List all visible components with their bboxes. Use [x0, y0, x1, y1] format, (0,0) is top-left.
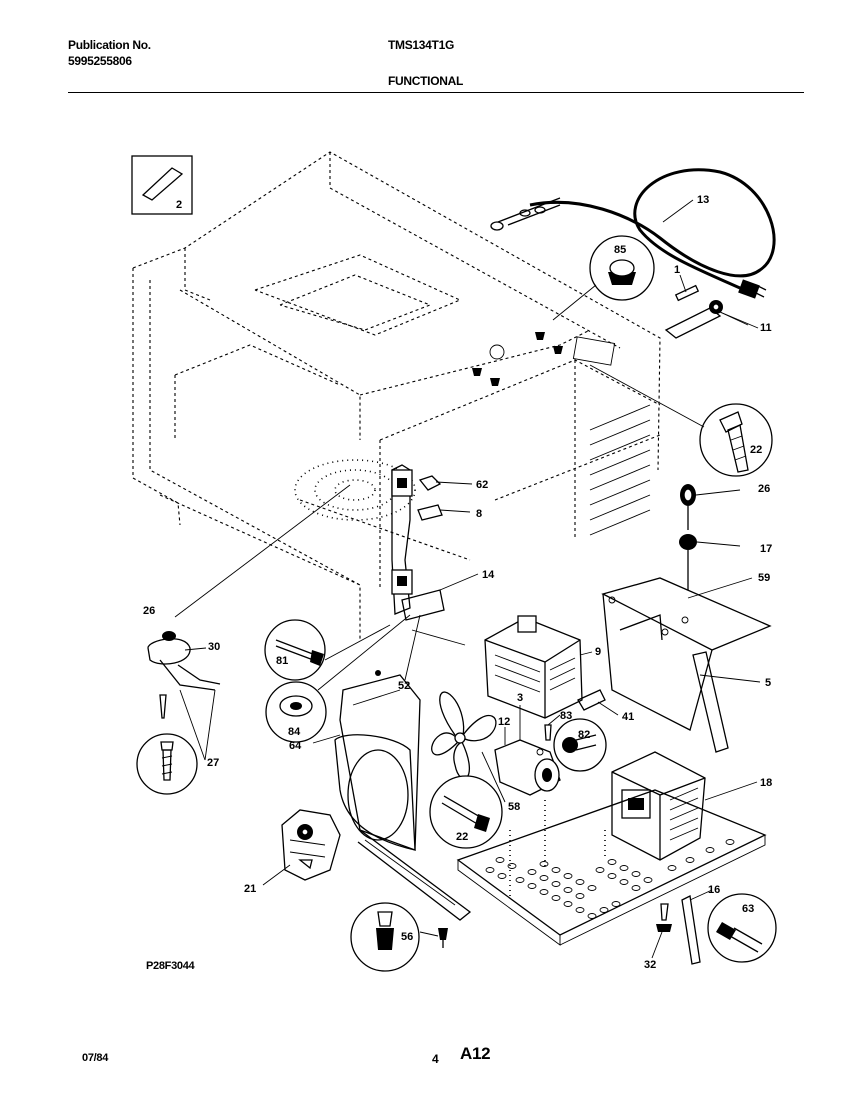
- footer-page-number: 4: [432, 1052, 439, 1066]
- detail-circle-84: [265, 614, 411, 743]
- footer-date: 07/84: [82, 1052, 109, 1064]
- base-plate: [456, 789, 767, 946]
- callout-12: 12: [498, 716, 510, 728]
- drawing-code: P28F3044: [146, 960, 195, 972]
- callout-27: 27: [207, 757, 219, 769]
- callout-16: 16: [708, 884, 720, 896]
- callout-labels: 13 1 11 85 22 26 17 59 5 9 41 18 62 8 14…: [143, 194, 772, 971]
- thermal-cutout: [679, 484, 697, 590]
- fan-shroud: [334, 674, 472, 921]
- detail-circle-22-top: [589, 364, 773, 477]
- turntable-motor: [281, 809, 341, 881]
- inset-label: 2: [176, 199, 182, 211]
- fuse-and-holder: [664, 284, 749, 339]
- footer-reference: A12: [460, 1044, 491, 1063]
- air-guide-bracket: [601, 577, 772, 753]
- detail-circle-27: [136, 733, 198, 795]
- callout-85: 85: [614, 244, 626, 256]
- header-divider: [68, 92, 804, 93]
- publication-label: Publication No.: [68, 38, 151, 52]
- callout-8: 8: [476, 508, 482, 520]
- section-title: FUNCTIONAL: [388, 74, 463, 88]
- callout-30: 30: [208, 641, 220, 653]
- callout-84: 84: [288, 726, 301, 738]
- callout-63: 63: [742, 903, 754, 915]
- detail-circle-22-bottom: [429, 775, 503, 849]
- detail-circle-81: [264, 619, 326, 681]
- callout-14: 14: [482, 569, 495, 581]
- callout-56: 56: [401, 931, 413, 943]
- callout-59: 59: [758, 572, 770, 584]
- callout-81: 81: [276, 655, 288, 667]
- callout-52: 52: [398, 680, 410, 692]
- callout-5: 5: [765, 677, 771, 689]
- callout-83: 83: [560, 710, 572, 722]
- callout-13: 13: [697, 194, 709, 206]
- callout-1: 1: [674, 264, 680, 276]
- transformer: [611, 751, 706, 861]
- detail-circle-56: [350, 902, 420, 972]
- callout-41: 41: [622, 711, 634, 723]
- callout-11: 11: [760, 322, 772, 334]
- callout-22-top: 22: [750, 444, 762, 456]
- cabinet-outline: [132, 151, 661, 640]
- inset-part-2: 2: [131, 155, 193, 215]
- callout-64: 64: [289, 740, 302, 752]
- callout-22-bottom: 22: [456, 831, 468, 843]
- callout-21: 21: [244, 883, 256, 895]
- callout-26-right: 26: [758, 483, 770, 495]
- detail-circle-85: [552, 235, 655, 321]
- power-cord: [490, 168, 776, 299]
- callout-18: 18: [760, 777, 772, 789]
- callout-26-left: 26: [143, 605, 155, 617]
- detail-circle-63: [707, 893, 777, 963]
- leader-lines: [174, 199, 761, 959]
- misc-screws: [147, 332, 701, 965]
- detail-circle-82: [553, 718, 607, 772]
- callout-17: 17: [760, 543, 772, 555]
- callout-58: 58: [508, 801, 520, 813]
- publication-number: 5995255806: [68, 54, 132, 68]
- fan-blade: [431, 691, 497, 780]
- magnetron: [484, 615, 583, 719]
- callout-32: 32: [644, 959, 656, 971]
- callout-62: 62: [476, 479, 488, 491]
- fan-motor: [494, 739, 561, 796]
- callout-82: 82: [578, 729, 590, 741]
- callout-3: 3: [517, 692, 523, 704]
- callout-9: 9: [595, 646, 601, 658]
- model-number: TMS134T1G: [388, 38, 454, 52]
- interlock-switch-bracket: [391, 464, 466, 646]
